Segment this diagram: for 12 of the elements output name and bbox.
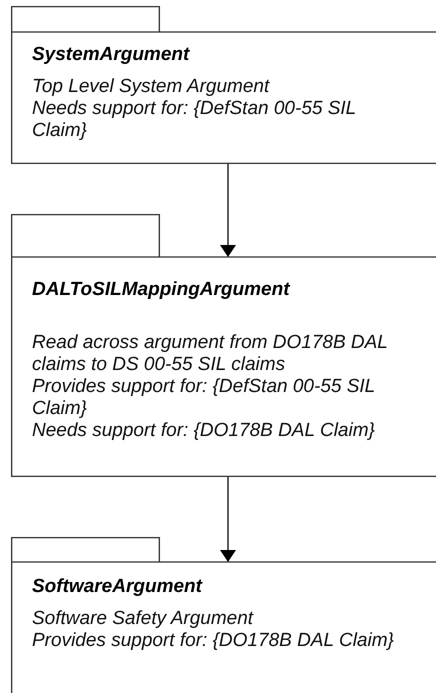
description-text: Top Level System Argument (32, 76, 271, 98)
description-text: Needs support for: {DO178B DAL Claim} (32, 420, 376, 442)
description-text: Needs support for: {DefStan 00-55 SIL Claim} (32, 98, 357, 142)
package-title: SystemArgument (32, 44, 190, 66)
description-text: Read across argument from DO178B DAL claims to DS 00-55 SIL claims (32, 332, 389, 376)
arrow (220, 477, 236, 562)
description-text: Provides support for: {DefStan 00-55 SIL Claim} (32, 376, 376, 420)
arrow (220, 164, 236, 257)
package-title: DALToSILMappingArgument (32, 279, 290, 301)
package-title: SoftwareArgument (32, 576, 202, 598)
description-text: Provides support for: {DO178B DAL Claim} (32, 630, 395, 652)
description-text: Software Safety Argument (32, 608, 255, 630)
